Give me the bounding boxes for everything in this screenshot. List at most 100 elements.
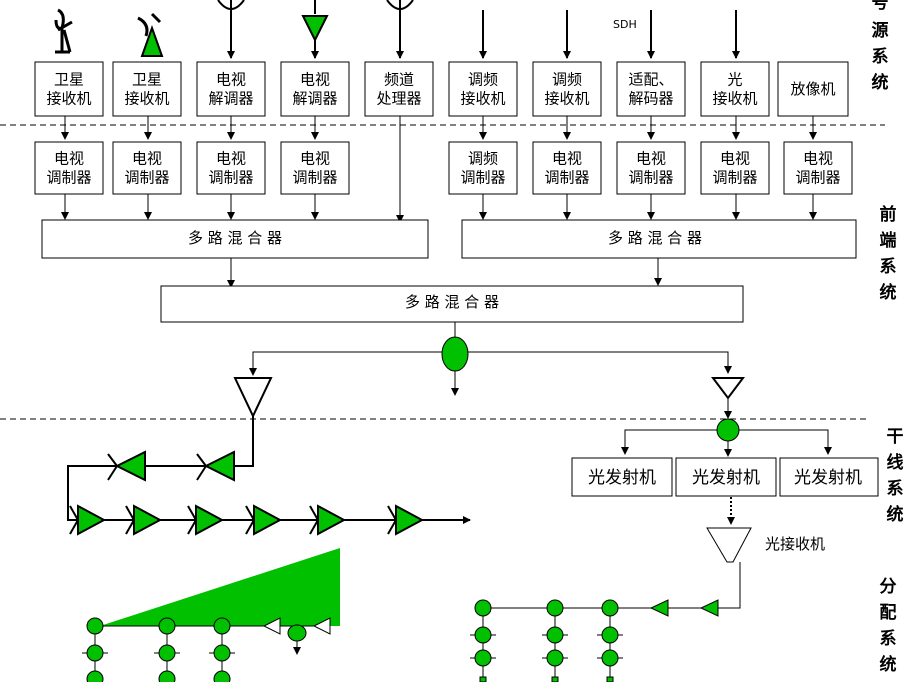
svg-text:光发射机: 光发射机 [692, 468, 760, 488]
tv-modulator-6-box-label: 调制器 [628, 169, 673, 187]
svg-text:线: 线 [887, 452, 904, 473]
tv-demodulator-2-box-label: 电视 [300, 71, 330, 89]
tv-demodulator-2-box-label: 解调器 [292, 90, 337, 108]
tap-chain-right [470, 599, 623, 682]
side-label-trunk: 干 线 系 统 [887, 427, 904, 525]
source-to-modulator-arrows [61, 116, 817, 223]
tv-modulator-1-box-label: 调制器 [46, 169, 91, 187]
side-label-frontend: 前 端 系 统 [880, 204, 897, 303]
distribution-feeder-right [483, 562, 741, 609]
tv-modulator-8-box-label: 调制器 [795, 169, 840, 187]
optical-transmitter: 光发射机 [571, 457, 673, 497]
trunk-amplifier-icon [233, 377, 273, 419]
video-player-box: 放像机 [777, 61, 849, 117]
fm-receiver-1-box-label: 接收机 [460, 90, 505, 108]
svg-text:配: 配 [880, 603, 897, 623]
svg-text:多 路 混 合 器: 多 路 混 合 器 [405, 293, 499, 311]
optical-receiver-top-box-label: 光 [727, 71, 742, 89]
svg-text:分: 分 [880, 577, 897, 597]
svg-text:统: 统 [880, 282, 897, 303]
optical-splitter-right [739, 429, 832, 455]
mixer-main: 多 路 混 合 器 [160, 285, 744, 323]
sat-receiver-2-box-label: 卫星 [132, 71, 162, 89]
mixer-left: 多 路 混 合 器 [41, 219, 429, 259]
trunk-amplifiers-left [69, 450, 425, 536]
svg-text:端: 端 [880, 230, 897, 251]
optical-receiver-icon [706, 527, 752, 563]
fm-modulator-box-label: 调制器 [460, 169, 505, 187]
adapter-decoder-box-label: 适配、 [628, 71, 673, 89]
splitter-right-branch [468, 351, 732, 374]
channel-processor-box-label: 频道 [384, 71, 414, 89]
modulator-boxes: 电视调制器电视调制器电视调制器电视调制器调频调制器电视调制器电视调制器电视调制器… [34, 141, 853, 195]
svg-text:系: 系 [872, 47, 889, 67]
splitter-icon [287, 624, 307, 642]
adapter-decoder-box-label: 解码器 [628, 90, 673, 108]
tv-modulator-4-box-label: 电视 [300, 150, 330, 168]
svg-text:源: 源 [872, 20, 889, 41]
tv-modulator-7-box-label: 调制器 [712, 169, 757, 187]
tv-modulator-7-box-label: 电视 [720, 150, 750, 168]
adapter-decoder-box: 适配、解码器 [616, 61, 686, 117]
svg-text:干: 干 [887, 427, 904, 447]
channel-processor-box-label: 处理器 [376, 90, 421, 108]
modulator-to-mixer-arrows [61, 194, 817, 220]
source-device-boxes: 卫星接收机卫星接收机电视解调器电视解调器频道处理器调频接收机调频接收机适配、解码… [34, 61, 849, 117]
distribution-amplifier-icon [699, 599, 719, 617]
optical-transmitter: 光发射机 [675, 457, 777, 497]
tv-demodulator-1-box-label: 电视 [216, 71, 246, 89]
svg-text:号: 号 [872, 0, 889, 13]
tv-modulator-2-box-label: 电视 [132, 150, 162, 168]
sat-receiver-2-box-label: 接收机 [124, 90, 169, 108]
video-player-box-label: 放像机 [790, 80, 835, 98]
optical-splitter-left [621, 429, 717, 455]
distribution-amplifier-icon [262, 617, 281, 635]
svg-text:系: 系 [880, 629, 897, 649]
input-arrows [227, 10, 740, 59]
tv-modulator-3-box-label: 调制器 [208, 169, 253, 187]
trunk-amplifier-icon [711, 377, 745, 400]
tv-demodulator-1-box-label: 解调器 [208, 90, 253, 108]
fm-modulator-box-label: 调频 [468, 150, 498, 168]
svg-text:前: 前 [880, 204, 897, 225]
svg-text:系: 系 [887, 479, 904, 499]
svg-text:统: 统 [887, 504, 904, 525]
optical-receiver-top-box-label: 接收机 [712, 90, 757, 108]
distribution-amplifier-icon [312, 617, 331, 635]
tap-chain-left [82, 617, 235, 682]
side-label-source: 号 源 系 统 [872, 0, 889, 93]
svg-text:光发射机: 光发射机 [794, 468, 862, 488]
fm-receiver-1-box-label: 调频 [468, 71, 498, 89]
satellite-dish-icon [137, 12, 164, 57]
sat-receiver-1-box-label: 卫星 [54, 71, 84, 89]
tv-modulator-4-box-label: 调制器 [292, 169, 337, 187]
mixer-right: 多 路 混 合 器 [461, 219, 857, 259]
sdh-label: SDH [613, 18, 637, 31]
svg-text:多 路 混 合 器: 多 路 混 合 器 [188, 229, 282, 247]
optical-transmitter: 光发射机 [779, 457, 879, 497]
tv-modulator-5-box-label: 电视 [552, 150, 582, 168]
tv-modulator-6-box-label: 电视 [636, 150, 666, 168]
svg-text:系: 系 [880, 257, 897, 277]
fm-receiver-2-box-label: 调频 [552, 71, 582, 89]
svg-text:统: 统 [880, 654, 897, 675]
splitter-left-branch [249, 351, 442, 376]
splitter-icon [441, 336, 469, 372]
sat-receiver-1-box-label: 接收机 [46, 90, 91, 108]
fm-receiver-2-box-label: 接收机 [544, 90, 589, 108]
